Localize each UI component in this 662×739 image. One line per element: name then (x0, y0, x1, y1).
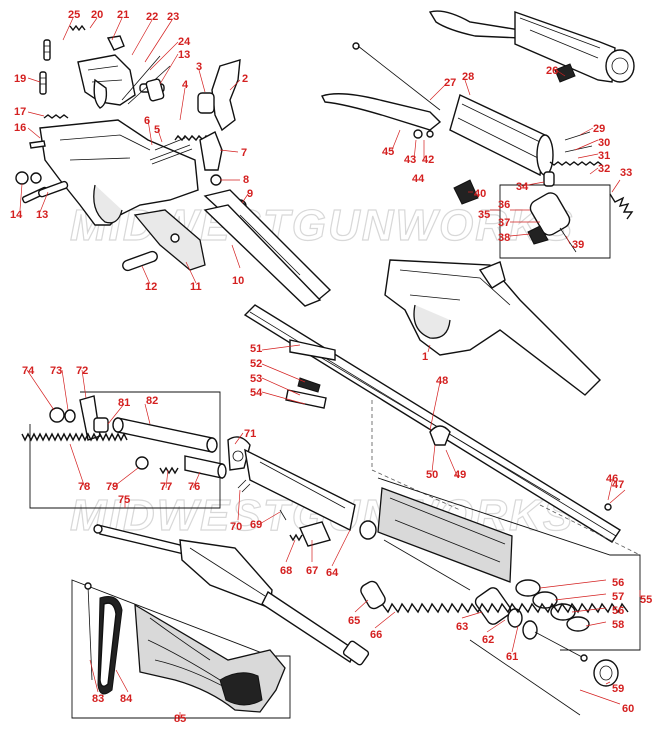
label-68: 68 (280, 565, 292, 577)
label-73: 73 (50, 365, 62, 377)
label-31: 31 (598, 150, 610, 162)
label-64: 64 (326, 567, 339, 579)
label-60: 60 (622, 703, 634, 715)
label-39: 39 (572, 239, 584, 251)
label-13-lower: 13 (36, 209, 48, 221)
barrel-group-exploded (243, 304, 641, 556)
part-labels: 25 20 21 22 23 24 13 19 3 2 4 17 16 5 6 … (10, 9, 652, 725)
label-38: 38 (498, 232, 510, 244)
label-79: 79 (106, 481, 118, 493)
label-63: 63 (456, 621, 468, 633)
label-32: 32 (598, 163, 610, 175)
label-71: 71 (244, 428, 256, 440)
label-65: 65 (348, 615, 360, 627)
label-26: 26 (546, 65, 558, 77)
label-74: 74 (22, 365, 35, 377)
label-6: 6 (144, 115, 150, 127)
label-77: 77 (160, 481, 172, 493)
bolt-group-exploded (321, 10, 635, 396)
label-54: 54 (250, 387, 263, 399)
label-34: 34 (516, 181, 529, 193)
label-14: 14 (10, 209, 23, 221)
label-61: 61 (506, 651, 518, 663)
label-59: 59 (612, 683, 624, 695)
label-62: 62 (482, 634, 494, 646)
label-78: 78 (78, 481, 90, 493)
label-16: 16 (14, 122, 26, 134)
label-3: 3 (196, 61, 202, 73)
label-37: 37 (498, 217, 510, 229)
label-58: 58 (612, 619, 624, 631)
label-83: 83 (92, 693, 104, 705)
label-75: 75 (118, 494, 130, 506)
label-55: 55 (640, 594, 652, 606)
label-56-second: 56 (612, 605, 624, 617)
label-20: 20 (91, 9, 103, 21)
label-45: 45 (382, 146, 394, 158)
label-48: 48 (436, 375, 448, 387)
label-22: 22 (146, 11, 158, 23)
label-53: 53 (250, 373, 262, 385)
label-5: 5 (154, 124, 160, 136)
label-2: 2 (242, 73, 248, 85)
fore-end-group-exploded (359, 477, 641, 716)
label-13-upper: 13 (178, 49, 190, 61)
label-43: 43 (404, 154, 416, 166)
label-4: 4 (182, 79, 189, 91)
label-52: 52 (250, 358, 262, 370)
label-33: 33 (620, 167, 632, 179)
label-85: 85 (174, 713, 186, 725)
label-67: 67 (306, 565, 318, 577)
label-28: 28 (462, 71, 474, 83)
label-24: 24 (178, 36, 191, 48)
label-21: 21 (117, 9, 129, 21)
label-11: 11 (190, 281, 202, 293)
label-19: 19 (14, 73, 26, 85)
label-51: 51 (250, 343, 262, 355)
label-27: 27 (444, 77, 456, 89)
label-36: 36 (498, 199, 510, 211)
label-82: 82 (146, 395, 158, 407)
label-69: 69 (250, 519, 262, 531)
label-42: 42 (422, 154, 434, 166)
label-35: 35 (478, 209, 490, 221)
label-57: 57 (612, 591, 624, 603)
label-76: 76 (188, 481, 200, 493)
label-56: 56 (612, 577, 624, 589)
leader-lines (19, 17, 641, 718)
recoil-spring-group-exploded (21, 391, 356, 547)
label-49: 49 (454, 469, 466, 481)
label-47: 47 (612, 479, 624, 491)
label-46: 46 (606, 473, 618, 485)
label-25: 25 (68, 9, 80, 21)
stock-group-exploded (71, 524, 370, 719)
label-50: 50 (426, 469, 438, 481)
label-30: 30 (598, 137, 610, 149)
label-1: 1 (422, 351, 428, 363)
label-12: 12 (145, 281, 157, 293)
label-84: 84 (120, 693, 133, 705)
label-81: 81 (118, 397, 130, 409)
trigger-group-exploded (15, 24, 332, 307)
label-8: 8 (243, 174, 249, 186)
label-9: 9 (247, 188, 253, 200)
label-29: 29 (593, 123, 605, 135)
label-72: 72 (76, 365, 88, 377)
label-66: 66 (370, 629, 382, 641)
label-23: 23 (167, 11, 179, 23)
label-7: 7 (241, 147, 247, 159)
label-44: 44 (412, 173, 425, 185)
label-40: 40 (474, 188, 486, 200)
label-70: 70 (230, 521, 242, 533)
label-17: 17 (14, 106, 26, 118)
label-10: 10 (232, 275, 244, 287)
